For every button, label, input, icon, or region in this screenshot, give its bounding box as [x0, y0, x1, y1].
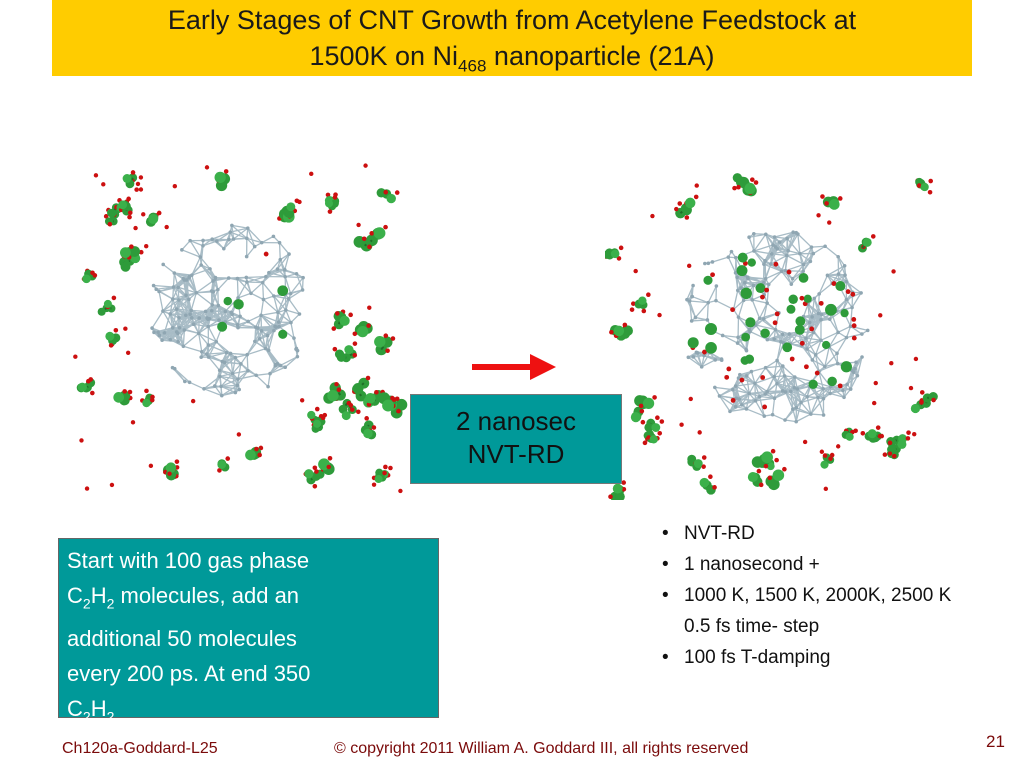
procedure-line-5: C2H2: [67, 691, 432, 734]
formula-c: C: [67, 696, 83, 722]
grown-state-simulation-image: [605, 170, 945, 500]
formula-h-sub: 2: [106, 595, 115, 612]
page-number: 21: [986, 732, 1005, 751]
list-item-text: 1000 K, 1500 K, 2000K, 2500 K 0.5 fs tim…: [684, 585, 952, 637]
title-line-2: 1500K on Ni468 nanoparticle (21A): [52, 38, 972, 84]
bullet-icon: •: [662, 585, 669, 606]
list-item: • 1 nanosecond +: [660, 549, 960, 580]
procedure-description-box: Start with 100 gas phase C2H2 molecules,…: [58, 538, 439, 725]
slide-title: Early Stages of CNT Growth from Acetylen…: [52, 0, 972, 76]
initial-state-simulation-image: [70, 160, 420, 500]
formula-h: H: [90, 696, 107, 722]
title-subscript: 468: [458, 56, 487, 76]
step-duration: 2 nanosec: [456, 406, 576, 436]
progress-arrow-icon: [472, 352, 558, 387]
title-line-2-text: 1500K on Ni: [309, 41, 459, 71]
formula-h-sub: 2: [106, 708, 115, 725]
step-method: NVT-RD: [467, 439, 565, 469]
list-item-text: 100 fs T-damping: [684, 647, 831, 668]
formula-h: H: [90, 583, 107, 608]
formula-c-sub: 2: [82, 595, 91, 612]
list-item: • 1000 K, 1500 K, 2000K, 2500 K 0.5 fs ti…: [660, 580, 960, 642]
title-line-1: Early Stages of CNT Growth from Acetylen…: [167, 5, 857, 35]
list-item: • 100 fs T-damping: [660, 642, 960, 673]
procedure-line-1: Start with 100 gas phase: [67, 548, 310, 573]
procedure-line-4: every 200 ps. At end 350: [67, 661, 311, 687]
formula-c: C: [67, 583, 83, 608]
procedure-line-2: C2H2 molecules, add an: [67, 578, 432, 621]
procedure-line-3: additional 50 molecules: [67, 626, 297, 652]
footer-copyright: © copyright 2011 William A. Goddard III,…: [334, 740, 749, 757]
step-duration-box: 2 nanosec NVT-RD: [410, 394, 622, 484]
bullet-icon: •: [662, 647, 669, 668]
bullet-icon: •: [662, 523, 669, 544]
list-item-text: NVT-RD: [684, 523, 755, 544]
list-item: • NVT-RD: [660, 518, 960, 549]
bullet-icon: •: [662, 554, 669, 575]
title-line-2-tail: nanoparticle (21A): [486, 41, 715, 71]
simulation-parameters-list: • NVT-RD • 1 nanosecond + • 1000 K, 1500 K,…: [660, 518, 960, 673]
footer-course-label: Ch120a-Goddard-L25: [62, 740, 218, 757]
list-item-text: 1 nanosecond +: [684, 554, 820, 575]
formula-c-sub: 2: [82, 708, 91, 725]
procedure-line-2-text: molecules, add an: [114, 583, 300, 608]
